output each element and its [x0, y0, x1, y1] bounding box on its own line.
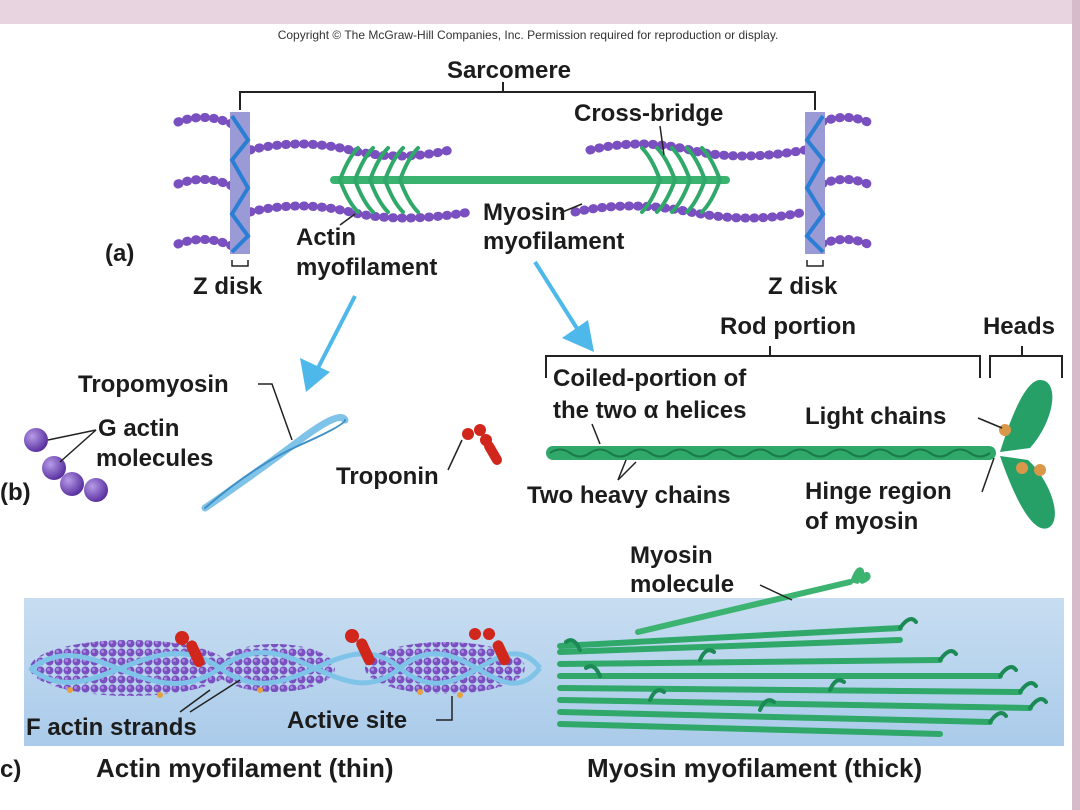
myosin-heads: [999, 380, 1055, 529]
tropomyosin-strand: [201, 414, 349, 512]
panel-c-filaments: Myosin molecule: [0, 542, 1064, 783]
tropomyosin-label: Tropomyosin: [78, 371, 229, 398]
g-actin-label-1: G actin: [98, 415, 179, 442]
hinge-region-label-1: Hinge region: [805, 478, 952, 505]
panel-a-letter: (a): [105, 240, 134, 267]
rod-portion-bracket: [545, 355, 981, 378]
single-myosin-molecule: [635, 567, 871, 635]
myosin-myofilament-caption: Myosin myofilament (thick): [587, 753, 922, 783]
sarcomere-bracket: [239, 91, 816, 110]
rod-portion-label: Rod portion: [720, 313, 856, 340]
myosin-thick-filament-bundle: [557, 625, 1033, 737]
blue-arrows: [300, 260, 594, 392]
light-chains-label: Light chains: [805, 403, 946, 430]
myosin-thick-filament: [330, 146, 730, 214]
panel-c-letter: c): [0, 756, 21, 783]
hinge-region-label-2: of myosin: [805, 508, 918, 535]
z-disk-left: [229, 112, 251, 254]
g-actin-ball: [24, 428, 48, 452]
panel-b-letter: (b): [0, 479, 31, 506]
myosin-myofilament-label-2: myofilament: [483, 228, 624, 255]
cross-bridge-label: Cross-bridge: [574, 100, 723, 127]
actin-myofilament-label-2: myofilament: [296, 254, 437, 281]
troponin-label: Troponin: [336, 463, 439, 490]
heads-bracket: [989, 355, 1063, 378]
myosin-molecule-rod: [546, 446, 996, 460]
actin-myofilament-label-1: Actin: [296, 224, 356, 251]
myosin-molecule-label-1: Myosin: [630, 542, 713, 569]
g-actin-label-2: molecules: [96, 445, 213, 472]
troponin-molecule: [462, 424, 502, 465]
myosin-molecule-label-2: molecule: [630, 571, 734, 598]
coiled-portion-label-2: the two α helices: [553, 397, 746, 424]
myosin-myofilament-label-1: Myosin: [483, 199, 566, 226]
heads-label: Heads: [983, 313, 1055, 340]
active-site-label: Active site: [287, 707, 407, 734]
z-disk-left-label: Z disk: [193, 273, 263, 300]
coiled-portion-label-1: Coiled-portion of: [553, 365, 747, 392]
copyright-text: Copyright © The McGraw-Hill Companies, I…: [278, 28, 779, 42]
panel-a-sarcomere: Sarcomere: [105, 57, 877, 392]
z-disk-right: [804, 112, 826, 254]
heavy-chains-label: Two heavy chains: [527, 482, 731, 509]
actin-myofilament-caption: Actin myofilament (thin): [96, 753, 394, 783]
sarcomere-label: Sarcomere: [447, 57, 571, 84]
actin-thin-filament: [28, 628, 542, 698]
slide-edge: [1072, 0, 1080, 810]
panel-b-components: G actin molecules (b) Tropomyosin Tropon…: [0, 313, 1063, 535]
f-actin-strands-label: F actin strands: [26, 714, 197, 741]
z-disk-right-label: Z disk: [768, 273, 838, 300]
